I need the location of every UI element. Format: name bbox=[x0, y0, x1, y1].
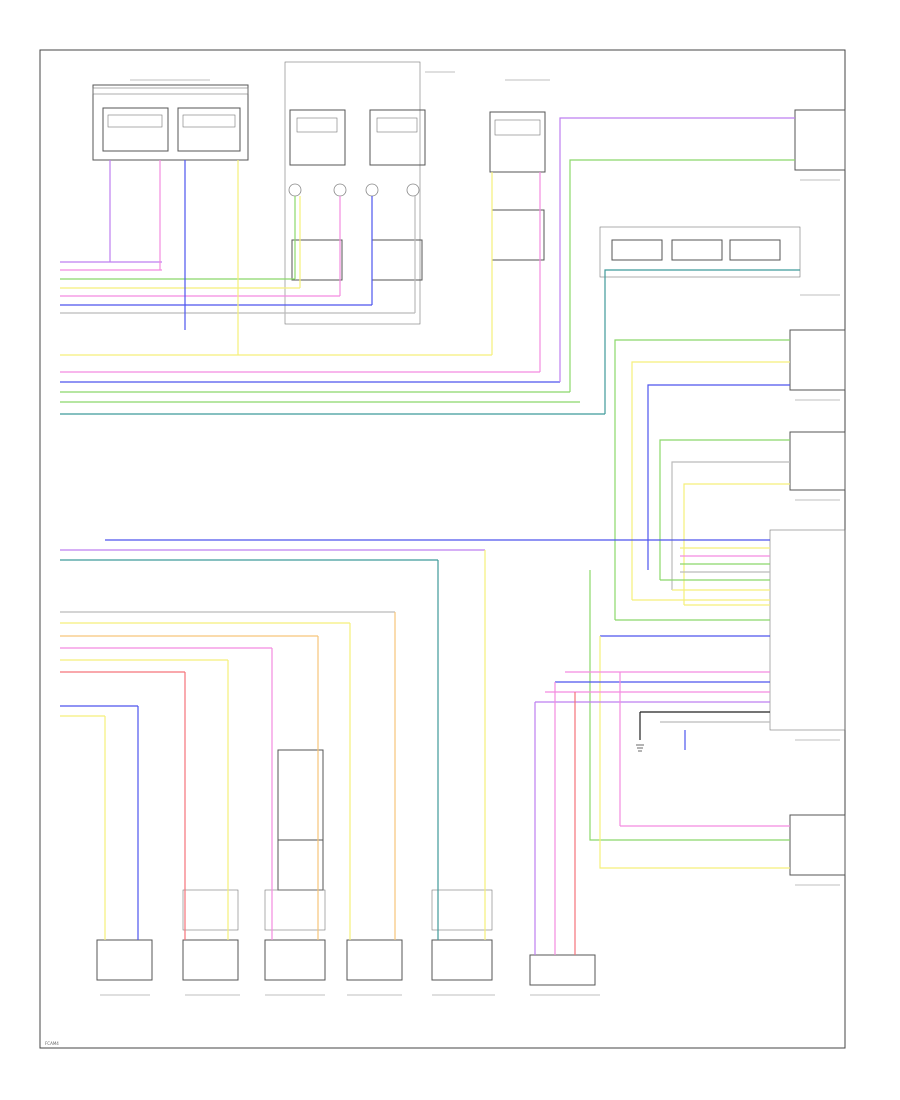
wire-drops-bottom bbox=[104, 550, 576, 955]
wire-right-connector bbox=[105, 539, 790, 869]
footer-code: FCAM4 bbox=[45, 1041, 59, 1046]
wire-bus-lower bbox=[60, 549, 485, 717]
wire-bus bbox=[60, 261, 605, 415]
ground-symbols bbox=[636, 744, 644, 752]
top-right-module bbox=[489, 111, 546, 261]
top-left-module bbox=[92, 84, 249, 161]
wire-right-routes bbox=[559, 117, 800, 620]
right-connector-boxes bbox=[599, 109, 846, 876]
top-middle-modules bbox=[284, 61, 426, 325]
diagram-border bbox=[39, 49, 846, 1049]
label-placeholders bbox=[100, 71, 840, 996]
bottom-components bbox=[96, 749, 596, 986]
wire-drops-top bbox=[109, 160, 541, 372]
